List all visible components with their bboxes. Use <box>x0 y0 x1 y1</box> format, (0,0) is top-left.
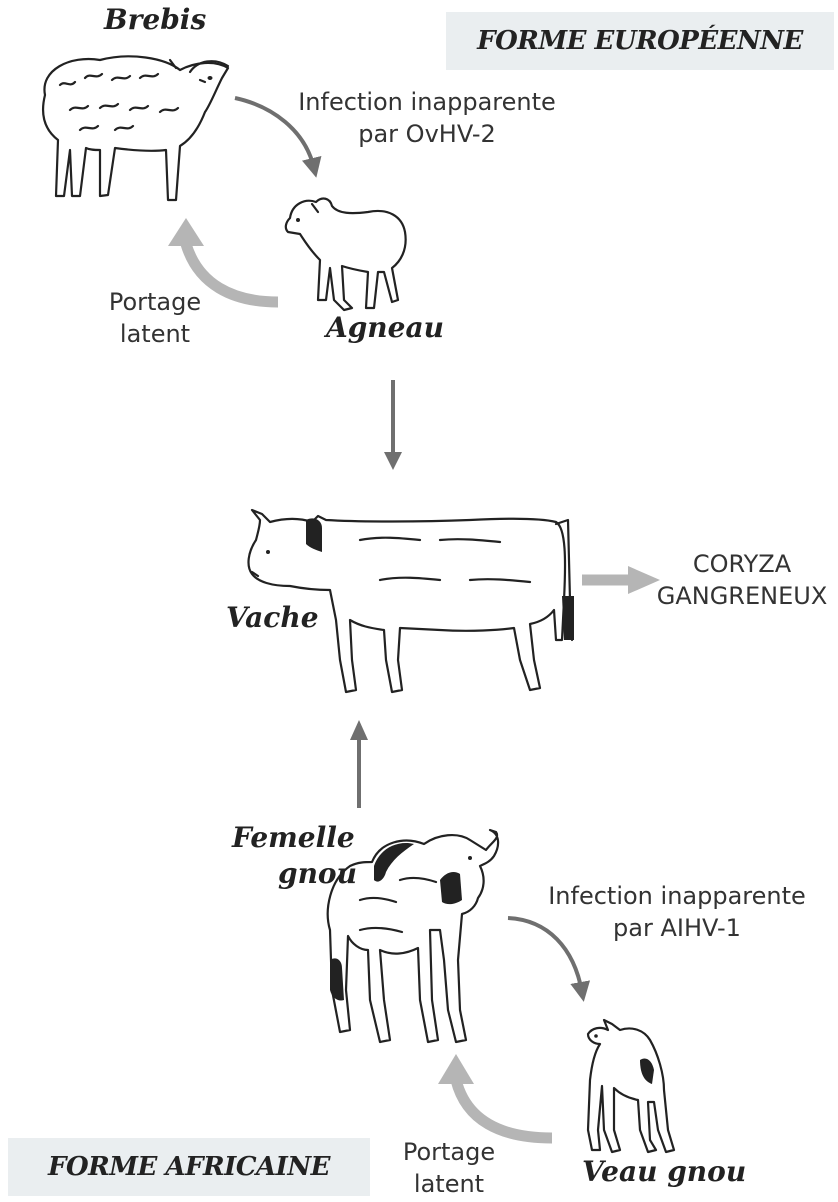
infection-aihv1-line1: Infection inapparente <box>532 880 822 912</box>
portage-top-line2: latent <box>90 318 220 350</box>
infection-aihv1-line2: par AIHV-1 <box>532 912 822 944</box>
coryza-line2: GANGRENEUX <box>652 580 832 612</box>
forme-europeenne-label: FORME EUROPÉENNE <box>446 12 834 70</box>
arrow-vache-to-coryza <box>582 566 660 594</box>
arrow-agneau-to-vache <box>384 380 402 470</box>
lamb-illustration <box>286 199 406 310</box>
portage-bottom-line1: Portage <box>384 1136 514 1168</box>
forme-africaine-text: FORME AFRICAINE <box>48 1152 330 1182</box>
sheep-illustration <box>43 56 228 200</box>
portage-bottom-line2: latent <box>384 1168 514 1200</box>
coryza-line1: CORYZA <box>652 548 832 580</box>
forme-africaine-label: FORME AFRICAINE <box>8 1138 370 1196</box>
portage-top-line1: Portage <box>90 286 220 318</box>
coryza-gangreneux-note: CORYZA GANGRENEUX <box>652 548 832 612</box>
infection-ovhv2-line2: par OvHV-2 <box>282 118 572 150</box>
forme-europeenne-text: FORME EUROPÉENNE <box>477 26 803 56</box>
femelle-gnou-label-line2: gnou <box>278 858 357 890</box>
wildebeest-calf-illustration <box>588 1020 674 1152</box>
portage-latent-bottom-note: Portage latent <box>384 1136 514 1200</box>
agneau-label: Agneau <box>326 312 444 344</box>
brebis-label: Brebis <box>104 4 206 36</box>
vache-label: Vache <box>226 602 319 634</box>
infection-ovhv2-note: Infection inapparente par OvHV-2 <box>282 86 572 150</box>
femelle-gnou-label-line1: Femelle <box>232 822 355 854</box>
infection-ovhv2-line1: Infection inapparente <box>282 86 572 118</box>
veau-gnou-label: Veau gnou <box>582 1156 746 1188</box>
arrow-gnou-to-vache <box>350 720 368 808</box>
portage-latent-top-note: Portage latent <box>90 286 220 350</box>
arrow-veau-to-gnou <box>438 1054 552 1138</box>
infection-aihv1-note: Infection inapparente par AIHV-1 <box>532 880 822 944</box>
